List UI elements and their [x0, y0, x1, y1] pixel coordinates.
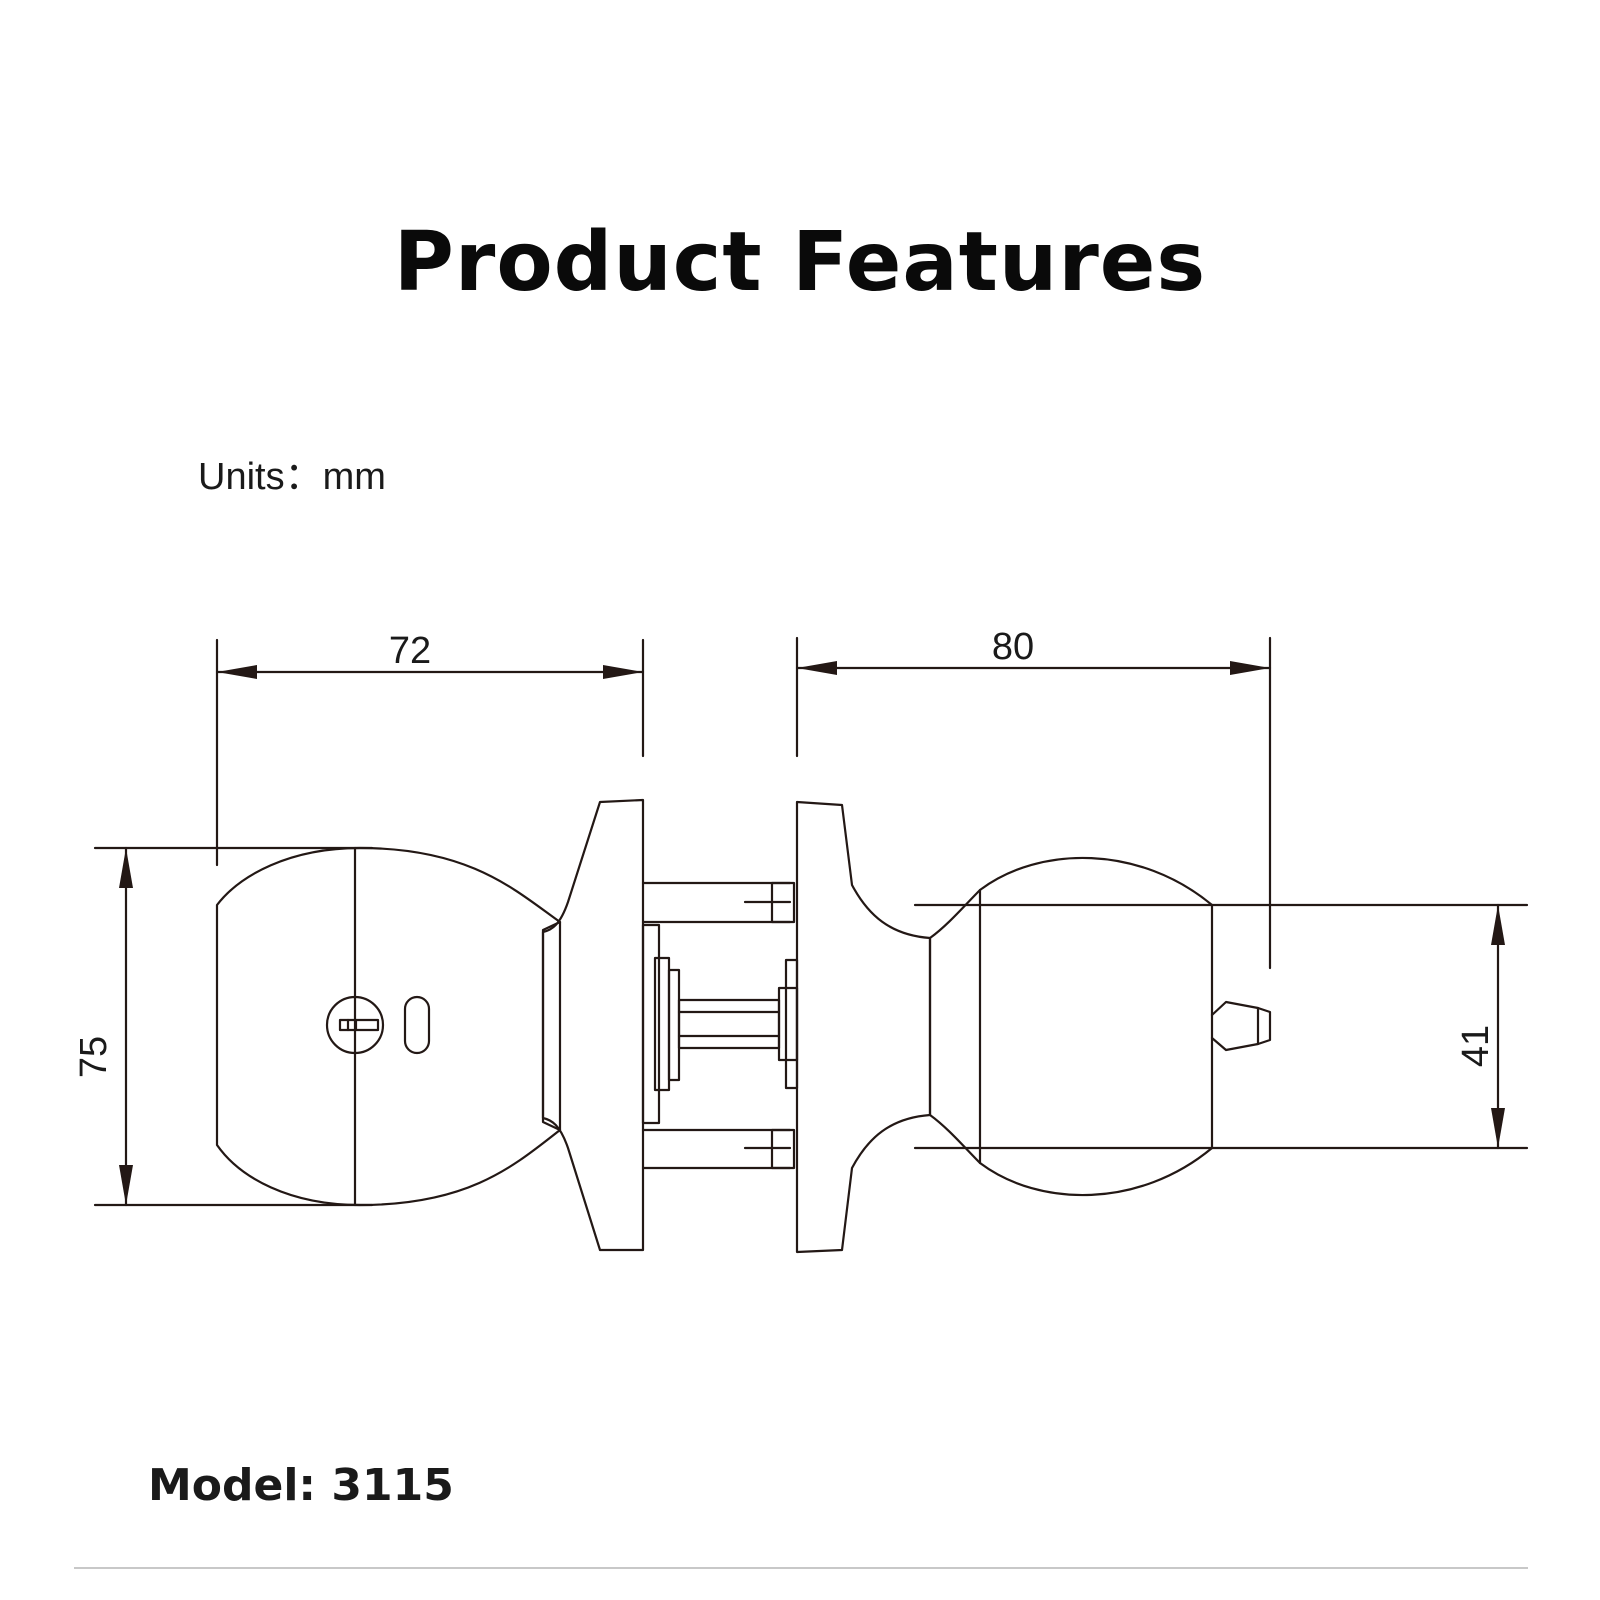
dimension-41-lines: [913, 903, 1529, 1150]
dimension-72-label: 72: [389, 630, 431, 672]
turn-button: [1210, 1000, 1272, 1052]
right-knob: [928, 856, 1214, 1197]
bottom-divider: [74, 1567, 1528, 1569]
dimension-41-label: 41: [1455, 1025, 1497, 1067]
dimension-75-label: 75: [73, 1036, 115, 1078]
right-rose: [795, 800, 932, 1254]
dimension-75-lines: [93, 846, 374, 1207]
left-knob: [215, 846, 562, 1207]
dimension-72-lines: [215, 638, 645, 867]
dimension-80-label: 80: [992, 626, 1034, 668]
model-label: Model: 3115: [148, 1460, 454, 1511]
units-label: Units：mm: [198, 456, 386, 498]
left-rose: [541, 798, 645, 1252]
spindle-mechanism: [641, 881, 799, 1170]
left-knob-neck: [541, 920, 562, 1132]
dimension-80-lines: [795, 636, 1272, 970]
key-cylinder: [325, 995, 431, 1055]
page-title: Product Features: [393, 215, 1207, 310]
